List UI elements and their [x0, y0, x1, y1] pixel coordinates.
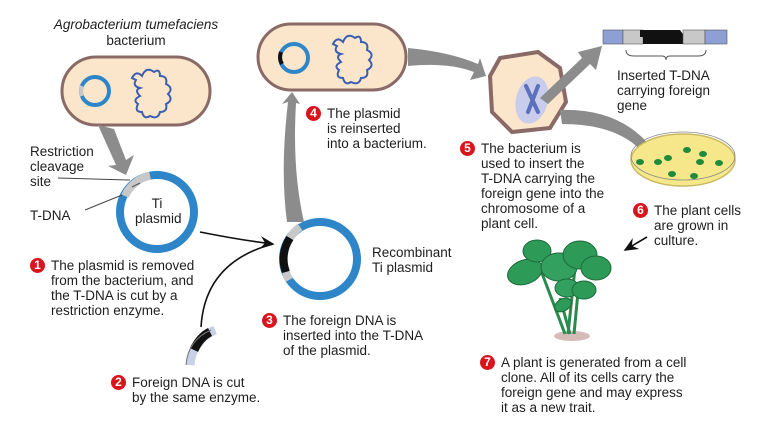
chromosome-x	[524, 84, 540, 114]
ti-plasmid-label: Ti plasmid	[135, 196, 182, 226]
recombinant-label: Recombinant Ti plasmid	[372, 245, 452, 275]
step-text: A plant is generated from a cell clone. …	[501, 355, 687, 415]
inserted-tdna-label: Inserted T-DNA carrying foreign gene	[617, 68, 711, 113]
restriction-site-label: Restriction cleavage site	[30, 144, 94, 189]
arrow-plasmid-to-recombinant	[199, 231, 275, 249]
step-1: 1 The plasmid is removed from the bacter…	[30, 258, 194, 318]
step-number-badge: 3	[262, 313, 277, 328]
foreign-dna-fragment	[185, 325, 217, 366]
arrow-to-culture	[560, 109, 658, 160]
ti-plasmid	[116, 171, 198, 253]
step-5: 5 The bacterium is used to insert the T-…	[460, 141, 604, 231]
leader-restriction-site	[57, 177, 131, 181]
arrow-reinsert	[282, 92, 304, 222]
arrow-to-plant	[623, 236, 648, 251]
arrow-foreign-to-recombinant	[200, 243, 274, 328]
bacterium-recombinant	[256, 22, 408, 92]
step-4: 4 The plasmid is reinserted into a bacte…	[306, 106, 427, 151]
step-text: The bacterium is used to insert the T-DN…	[481, 141, 605, 231]
arrow-to-inserted-dna	[540, 46, 602, 104]
step-number-badge: 4	[306, 106, 321, 121]
arrow-extract-plasmid	[98, 125, 134, 175]
bacterium-original	[60, 55, 212, 127]
species-label: Agrobacterium tumefaciens	[53, 17, 219, 32]
bacterium-label: bacterium	[106, 33, 166, 48]
colonies	[636, 147, 723, 179]
step-text: The foreign DNA is inserted into the T-D…	[283, 313, 424, 358]
step-number-badge: 6	[633, 203, 648, 218]
step-number-badge: 5	[460, 141, 475, 156]
step-number-badge: 2	[111, 375, 126, 390]
step-6: 6 The plant cells are grown in culture.	[633, 203, 741, 248]
step-number-badge: 1	[30, 258, 45, 273]
step-text: The plant cells are grown in culture.	[654, 203, 742, 248]
arrow-infect-plant-cell	[408, 48, 486, 80]
plant	[507, 239, 612, 341]
tdna-label: T-DNA	[30, 208, 71, 223]
inserted-tdna-strip	[602, 29, 728, 61]
culture-dish	[630, 131, 736, 187]
step-text: Foreign DNA is cut by the same enzyme.	[132, 375, 261, 405]
step-2: 2 Foreign DNA is cut by the same enzyme.	[111, 375, 260, 405]
step-7: 7 A plant is generated from a cell clone…	[480, 355, 686, 415]
step-number-badge: 7	[480, 355, 495, 370]
step-3: 3 The foreign DNA is inserted into the T…	[262, 313, 423, 358]
bacterial-chromosome	[130, 68, 172, 119]
bracket	[625, 49, 707, 61]
leader-tdna	[84, 194, 123, 211]
plant-cell	[487, 49, 569, 135]
step-text: The plasmid is reinserted into a bacteri…	[327, 106, 427, 151]
recombinant-plasmid	[279, 218, 361, 300]
step-text: The plasmid is removed from the bacteriu…	[51, 258, 195, 318]
